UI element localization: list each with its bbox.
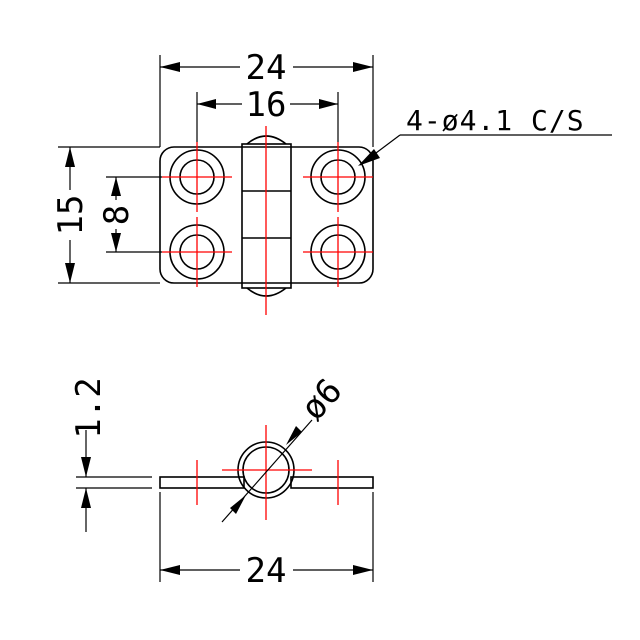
dimension-label-thickness: 1.2 bbox=[69, 377, 109, 438]
dimension-hole-spacing-y: 8 bbox=[97, 176, 162, 253]
leader-hole-callout: 4-ø4.1 C/S bbox=[358, 104, 612, 166]
dimension-label-overall-height: 15 bbox=[51, 195, 91, 236]
side-view-centerlines bbox=[196, 425, 339, 520]
dimension-label-hole-spacing-x: 16 bbox=[246, 85, 287, 125]
dimension-side-overall-width: 24 bbox=[159, 492, 374, 591]
hinge-leaf-left bbox=[159, 476, 245, 489]
dimension-overall-height: 15 bbox=[51, 146, 160, 284]
dimension-label-knuckle-diameter: ø6 bbox=[293, 371, 350, 428]
dimension-knuckle-diameter: ø6 bbox=[221, 371, 350, 523]
dimension-label-side-overall-width: 24 bbox=[246, 551, 287, 591]
dimension-label-hole-spacing-y: 8 bbox=[97, 205, 137, 225]
top-view: 24 16 15 bbox=[51, 48, 612, 315]
dimension-hole-spacing-x: 16 bbox=[196, 85, 339, 142]
dimension-label-overall-width: 24 bbox=[246, 48, 287, 88]
hole-callout-label: 4-ø4.1 C/S bbox=[406, 104, 585, 137]
dimension-thickness: 1.2 bbox=[69, 377, 152, 532]
hinge-leaf-right bbox=[290, 476, 374, 489]
dimension-overall-width: 24 bbox=[159, 48, 374, 147]
side-view: 1.2 ø6 24 bbox=[69, 371, 374, 591]
top-view-centerlines bbox=[162, 126, 373, 315]
